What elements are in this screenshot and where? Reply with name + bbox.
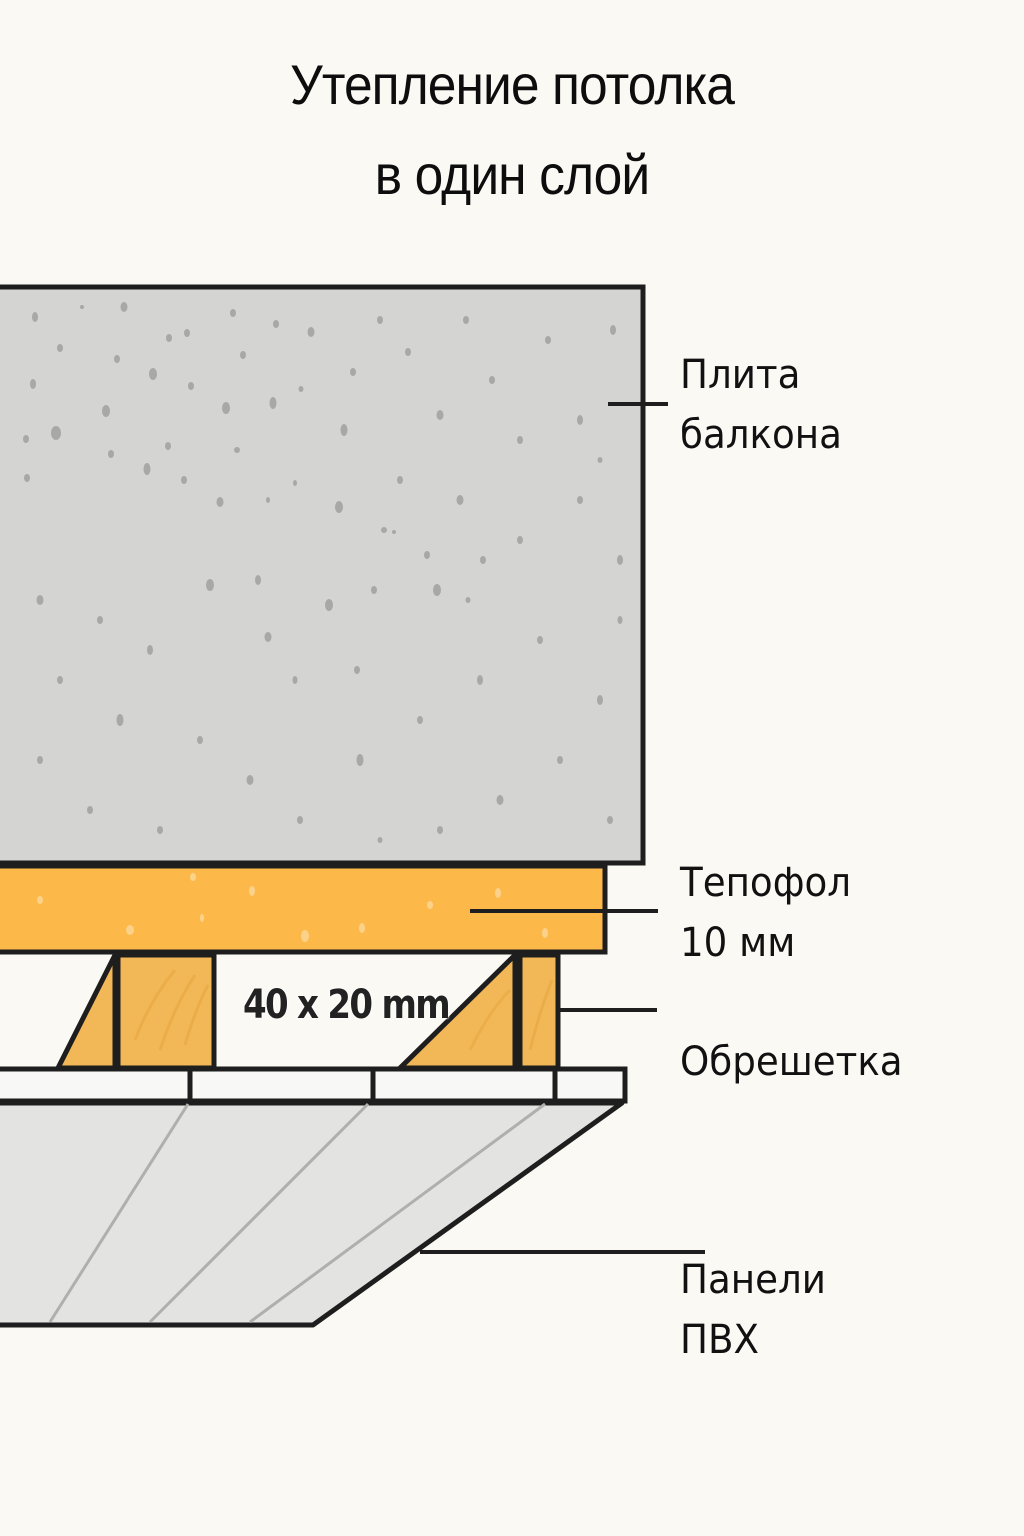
title-line-2: в один слой <box>374 143 650 206</box>
diagram-title: Утепление потолка в один слой <box>41 40 983 220</box>
batten-dimension-label: 40 x 20 mm <box>243 982 451 1028</box>
pvc-panels-underside <box>0 1100 625 1328</box>
pvc-panel-edge <box>0 1066 628 1104</box>
balcony-slab <box>0 284 646 866</box>
label-balcony-slab: Плита балкона <box>680 352 842 458</box>
leader-lines <box>420 402 705 1254</box>
battens <box>55 952 561 1071</box>
label-tepofol: Тепофол 10 мм <box>680 860 852 966</box>
label-pvc-panels: Панели ПВХ <box>680 1257 826 1363</box>
concrete-aggregate-dots <box>23 302 623 843</box>
label-battens: Обрешетка <box>680 1039 903 1085</box>
title-line-1: Утепление потолка <box>290 53 735 116</box>
